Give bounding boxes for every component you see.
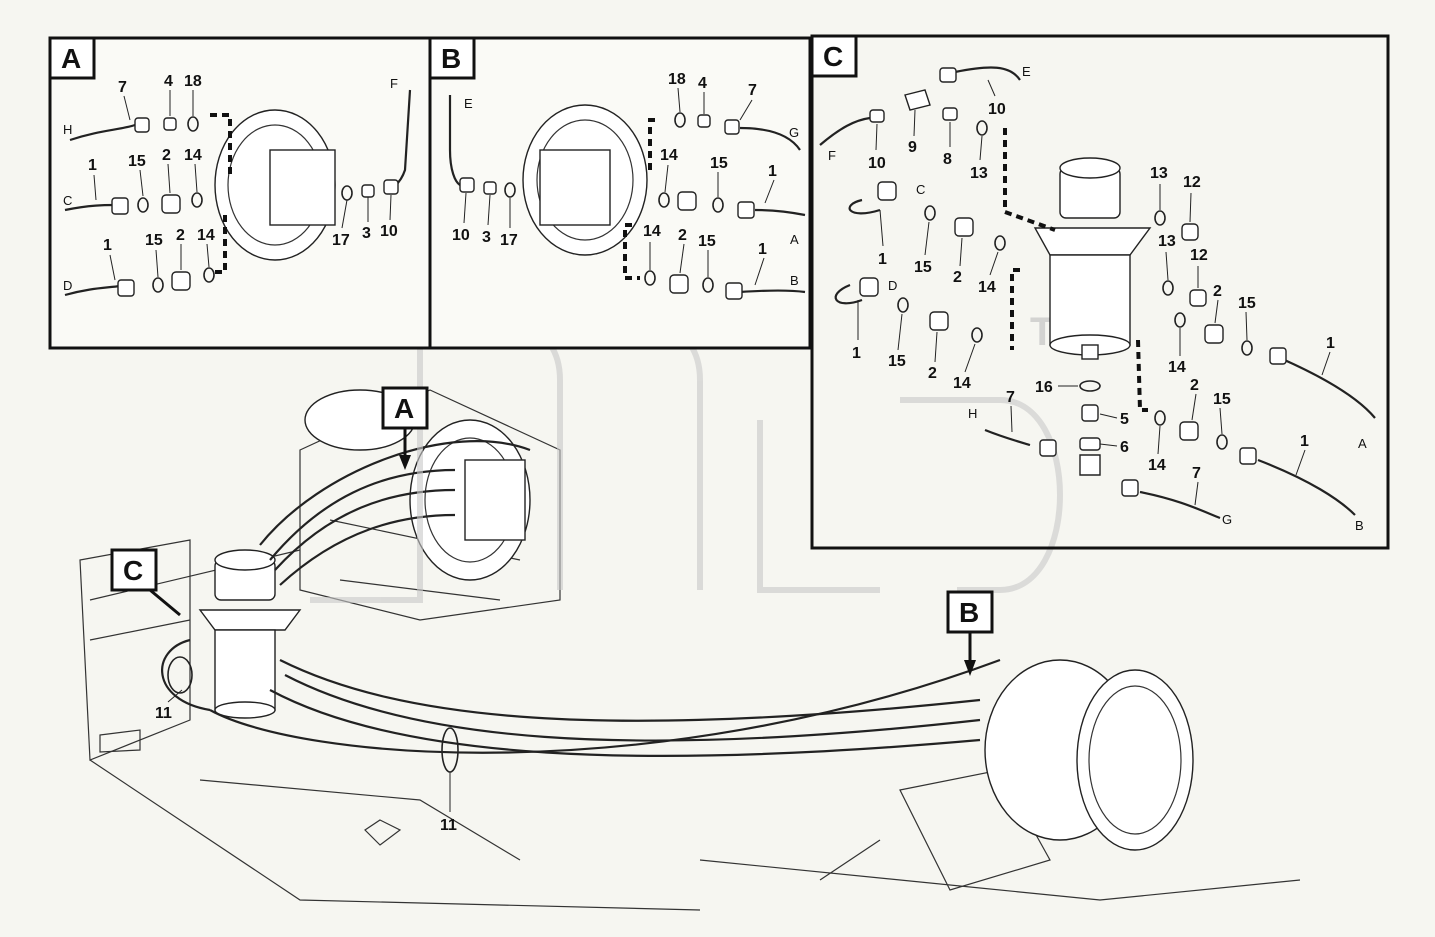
panel-b-port-e: E — [464, 96, 473, 111]
panel-b-part-17: 17 — [500, 232, 518, 249]
panel-a-part-14-lower: 14 — [197, 227, 215, 244]
panel-c-part-6: 6 — [1120, 439, 1129, 456]
panel-b-part-15-upper: 15 — [710, 155, 728, 172]
panel-c-part-1-right-upper: 1 — [1326, 335, 1335, 352]
panel-c-part-12-top: 12 — [1183, 174, 1201, 191]
panel-b-part-2-lower: 2 — [678, 227, 687, 244]
part-label-11-clamp: 11 — [440, 817, 457, 834]
panel-a-part-15-lower: 15 — [145, 232, 163, 249]
panel-b-port-a: A — [790, 232, 799, 247]
panel-c-part-2-right-lower: 2 — [1190, 377, 1199, 394]
panel-c-part-2-right-upper: 2 — [1213, 283, 1222, 300]
panel-b-part-1-lower: 1 — [758, 241, 767, 258]
panel-c-part-14-right-upper: 14 — [1168, 359, 1186, 376]
panel-a-part-10: 10 — [380, 223, 398, 240]
panel-a-part-18: 18 — [184, 73, 202, 90]
panel-c-part-5: 5 — [1120, 411, 1129, 428]
panel-a-port-h: H — [63, 122, 72, 137]
panel-c-part-14-lower: 14 — [953, 375, 971, 392]
panel-a-port-d: D — [63, 278, 72, 293]
panel-c-part-14-right-lower: 14 — [1148, 457, 1166, 474]
panel-c-port-g: G — [1222, 512, 1232, 527]
panel-c-part-13-top: 13 — [970, 165, 988, 182]
panel-a-part-1-lower: 1 — [103, 237, 112, 254]
panel-a-part-2-upper: 2 — [162, 147, 171, 164]
panel-a-part-7: 7 — [118, 79, 127, 96]
panel-c-part-2-upper: 2 — [953, 269, 962, 286]
panel-b-port-g: G — [789, 125, 799, 140]
panel-c-part-10-left: 10 — [868, 155, 886, 172]
panel-b-part-15-lower: 15 — [698, 233, 716, 250]
panel-a-part-1-upper: 1 — [88, 157, 97, 174]
panel-c-part-15-right-upper: 15 — [1238, 295, 1256, 312]
panel-c-part-2-lower: 2 — [928, 365, 937, 382]
panel-c-part-7-right: 7 — [1192, 465, 1201, 482]
panel-a-part-3: 3 — [362, 225, 371, 242]
panel-b-part-10: 10 — [452, 227, 470, 244]
panel-a-part-4: 4 — [164, 73, 173, 90]
panel-a-part-17: 17 — [332, 232, 350, 249]
panel-b-part-18: 18 — [668, 71, 686, 88]
panel-c-part-10-top: 10 — [988, 101, 1006, 118]
panel-c-port-c: C — [916, 182, 925, 197]
panel-c-part-9: 9 — [908, 139, 917, 156]
panel-c-port-a: A — [1358, 436, 1367, 451]
panel-b-part-1-upper: 1 — [768, 163, 777, 180]
panel-b-part-14-upper: 14 — [660, 147, 678, 164]
panel-c-port-f: F — [828, 148, 836, 163]
panel-c-part-8: 8 — [943, 151, 952, 168]
panel-a-part-2-lower: 2 — [176, 227, 185, 244]
panel-c-part-12-mid: 12 — [1190, 247, 1208, 264]
panel-c-port-b: B — [1355, 518, 1364, 533]
panel-b-port-b: B — [790, 273, 799, 288]
detail-panel-c: C — [810, 34, 1390, 550]
panel-c-part-16: 16 — [1035, 379, 1053, 396]
callout-a: A — [394, 393, 414, 424]
callout-b: B — [959, 597, 979, 628]
panel-c-port-h: H — [968, 406, 977, 421]
overview-callouts: A B C 11 11 — [110, 386, 994, 834]
panel-c-part-13-right-mid: 13 — [1158, 233, 1176, 250]
detail-panel-b: B 18 4 7 14 15 — [428, 36, 812, 350]
callout-c: C — [123, 555, 143, 586]
panel-c-port-d: D — [888, 278, 897, 293]
panel-a-port-f: F — [390, 76, 398, 91]
overview-machine — [79, 389, 1301, 911]
panel-c-part-1-lower: 1 — [852, 345, 861, 362]
panel-a-port-c: C — [63, 193, 72, 208]
panel-c-part-7-left: 7 — [1006, 389, 1015, 406]
panel-c-part-1-right-lower: 1 — [1300, 433, 1309, 450]
panel-a-part-15-upper: 15 — [128, 153, 146, 170]
panel-b-part-14-lower: 14 — [643, 223, 661, 240]
panel-c-caption: C — [823, 41, 843, 72]
panel-b-part-7: 7 — [748, 82, 757, 99]
panel-a-part-14-upper: 14 — [184, 147, 202, 164]
panel-b-caption: B — [441, 43, 461, 74]
panel-c-part-14-upper: 14 — [978, 279, 996, 296]
panel-c-port-e: E — [1022, 64, 1031, 79]
panel-c-part-15-right-lower: 15 — [1213, 391, 1231, 408]
part-label-11-swivel: 11 — [155, 705, 172, 722]
panel-a-caption: A — [61, 43, 81, 74]
panel-b-part-3: 3 — [482, 229, 491, 246]
panel-b-part-4: 4 — [698, 75, 707, 92]
panel-c-part-13-right-top: 13 — [1150, 165, 1168, 182]
detail-panel-a: A 7 4 18 1 15 — [48, 36, 432, 350]
panel-c-part-15-lower: 15 — [888, 353, 906, 370]
panel-c-part-1-upper: 1 — [878, 251, 887, 268]
panel-c-part-15-upper: 15 — [914, 259, 932, 276]
